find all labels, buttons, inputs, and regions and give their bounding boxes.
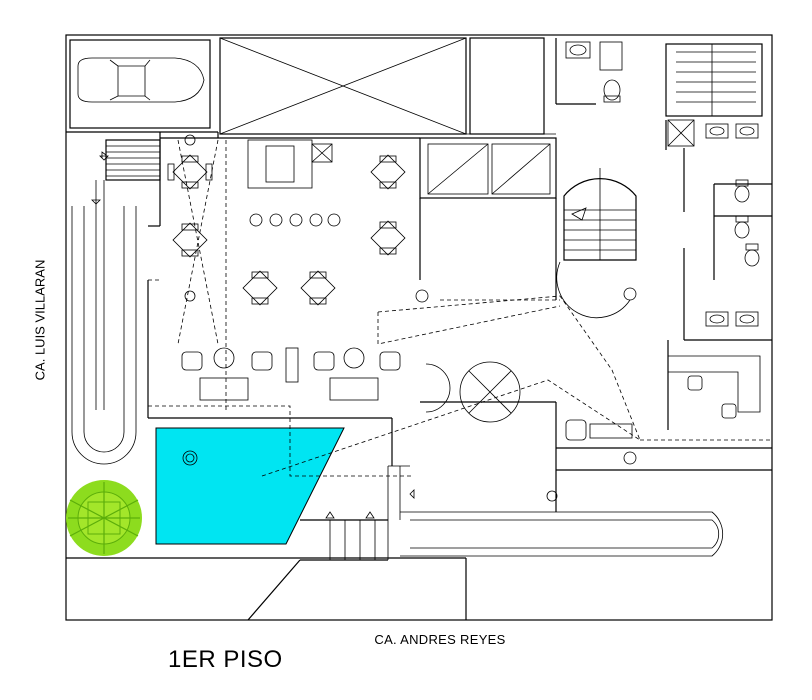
table-with-chairs-icon bbox=[300, 270, 336, 306]
stairs-left-top bbox=[101, 139, 161, 181]
bar-counter bbox=[247, 139, 341, 227]
void-box-top bbox=[219, 37, 467, 135]
lounge-seating bbox=[181, 347, 401, 401]
restroom-walls bbox=[555, 38, 772, 341]
street-label-left: CA. LUIS VILLARAN bbox=[32, 259, 48, 381]
toilet-icon bbox=[734, 179, 760, 267]
table-with-chairs-icon bbox=[370, 154, 406, 190]
elevator-icon bbox=[419, 137, 557, 300]
toilet-icon bbox=[599, 41, 623, 103]
ramp-bottom-right bbox=[400, 447, 772, 557]
table-with-chairs-icon bbox=[167, 154, 213, 190]
storage-box-top bbox=[469, 37, 545, 135]
stairs-top-right bbox=[665, 43, 763, 117]
table-with-chairs-icon bbox=[242, 270, 278, 306]
sink-icon bbox=[565, 41, 591, 59]
ramp-left bbox=[71, 180, 137, 465]
stairs-icon bbox=[556, 168, 637, 319]
table-with-chairs-icon bbox=[370, 220, 406, 256]
site-boundary bbox=[65, 34, 773, 621]
tree-top-view-icon bbox=[66, 480, 142, 556]
overhead-dashed-lines bbox=[148, 139, 772, 477]
car-top-view-icon bbox=[69, 39, 211, 129]
floor-title: 1ER PISO bbox=[168, 646, 283, 673]
sink-icon bbox=[705, 123, 759, 327]
swimming-pool bbox=[155, 427, 345, 545]
street-label-bottom: CA. ANDRES REYES bbox=[374, 632, 506, 647]
round-column bbox=[425, 361, 521, 423]
direction-arrows bbox=[91, 155, 587, 519]
office-desk bbox=[667, 340, 761, 430]
table-with-chairs-icon bbox=[172, 222, 208, 258]
